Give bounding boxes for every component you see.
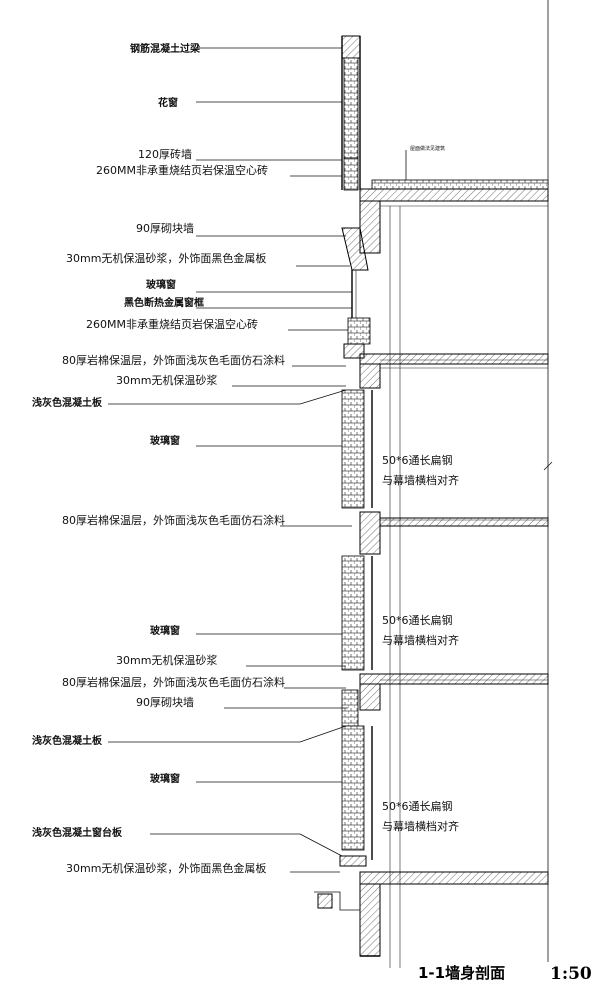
steel-note-1-line2: 与幕墙横档对齐 [382,473,459,487]
glazing-zone-3 [341,725,365,851]
steel-note-2-line2: 与幕墙横档对齐 [382,633,459,647]
label-concrete-sill: 浅灰色混凝土窗台板 [32,826,123,839]
drawing-title: 1-1墙身剖面 [418,964,505,982]
label-concrete-panel-1: 浅灰色混凝土板 [32,396,103,409]
parapet-concrete-beam [341,35,361,59]
label-block-wall-90: 90厚砌块墙 [136,221,194,235]
label-rockwool-2: 80厚岩棉保温层，外饰面浅灰色毛面仿石涂料 [62,513,285,527]
label-rockwool-1: 80厚岩棉保温层，外饰面浅灰色毛面仿石涂料 [62,353,285,367]
upper-sill-concrete [343,343,365,359]
floor-slab-2 [359,511,381,555]
steel-note-3-line2: 与幕墙横档对齐 [382,819,459,833]
label-concrete-panel-2: 浅灰色混凝土板 [32,734,103,747]
label-roof-note: 屋面做法见建筑 [410,145,445,152]
ground-step [314,891,360,911]
floor-slab-1 [359,353,549,365]
hollow-brick-260-block [347,317,371,345]
label-glass-window-2: 玻璃窗 [150,624,180,637]
label-hollow-brick-upper: 260MM非承重烧结页岩保温空心砖 [96,163,268,177]
label-glass-window-1: 玻璃窗 [150,434,180,447]
roof-insulation-layer [371,179,549,190]
roof-slab [359,188,549,202]
bottom-beam [359,883,381,957]
label-mortar-1: 30mm无机保温砂浆 [116,373,217,387]
label-hollow-brick-lower: 260MM非承重烧结页岩保温空心砖 [86,317,258,331]
label-mortar-2: 30mm无机保温砂浆 [116,653,217,667]
bottom-floor-slab [359,871,549,885]
roof-beam [359,200,381,254]
label-brick-wall-120: 120厚砖墙 [138,147,192,161]
break-mark [543,461,553,471]
label-flower-window: 花窗 [158,96,178,109]
label-metal-panel-lower: 30mm无机保温砂浆，外饰面黑色金属板 [66,861,266,875]
label-metal-panel-upper: 30mm无机保温砂浆，外饰面黑色金属板 [66,251,266,265]
label-rockwool-3: 80厚岩棉保温层，外饰面浅灰色毛面仿石涂料 [62,675,285,689]
glazing-zone-1 [341,389,365,509]
floor-beam-3 [359,683,381,711]
brick-wall-120 [343,157,359,191]
label-block-wall-90-lower: 90厚砌块墙 [136,695,194,709]
label-glass-window-3: 玻璃窗 [150,772,180,785]
bottom-window-sill [339,855,367,867]
steel-note-2-line1: 50*6通长扁钢 [382,614,453,627]
glazing-zone-2 [341,555,365,671]
drawing-scale: 1:50 [550,964,592,984]
label-glass-window-upper: 玻璃窗 [146,278,176,291]
floor-beam-1 [359,363,381,389]
flower-window-brick [343,57,359,159]
label-concrete-lintel: 钢筋混凝土过梁 [130,42,201,55]
label-thermal-break-frame: 黑色断热金属窗框 [124,296,204,309]
floor-slab-3 [359,673,549,685]
leader-lines [108,47,407,873]
metal-panel-upper [341,227,369,271]
floor-slab-2-top [379,517,549,527]
ground-step-block [317,893,333,909]
steel-note-1-line1: 50*6通长扁钢 [382,454,453,467]
steel-note-3-line1: 50*6通长扁钢 [382,800,453,813]
